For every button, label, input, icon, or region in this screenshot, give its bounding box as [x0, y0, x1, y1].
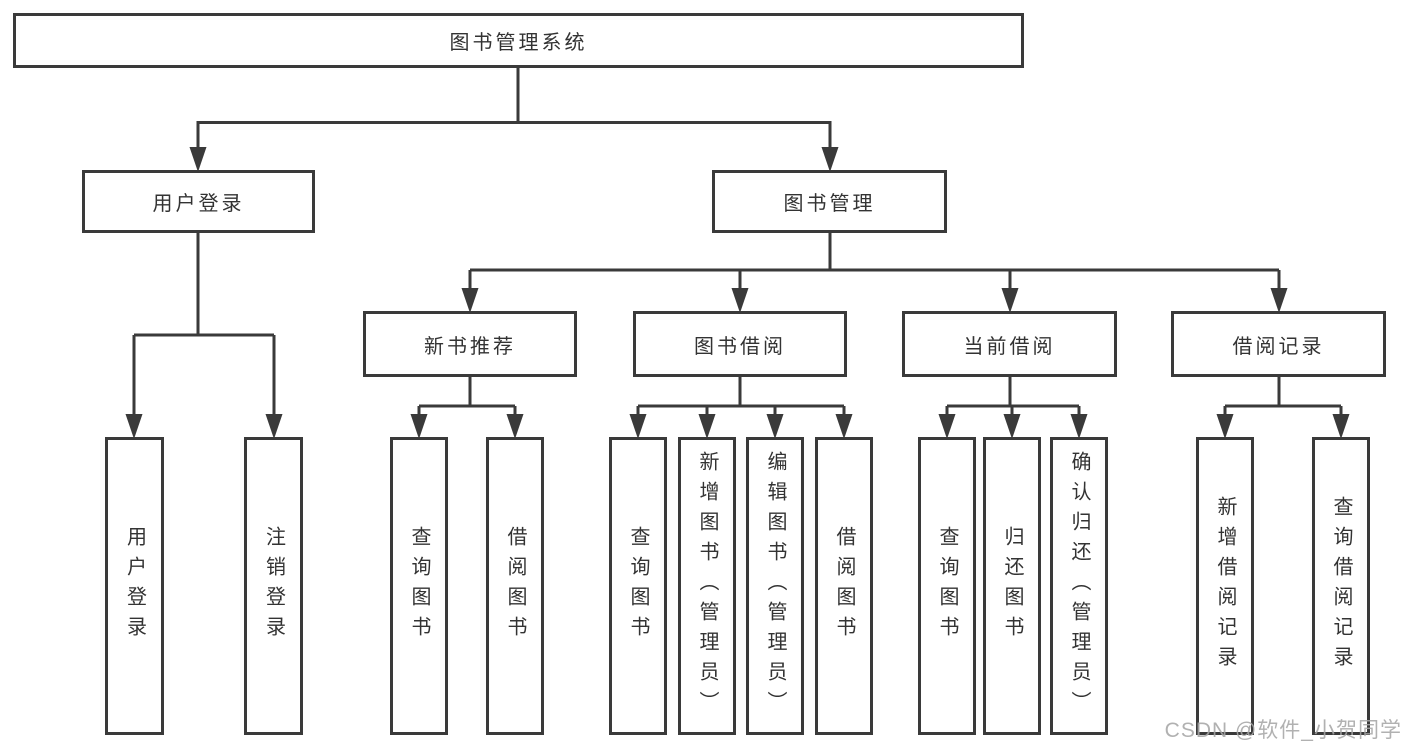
node-new-book-recommendation: 新书推荐 — [363, 311, 577, 377]
csdn-watermark: CSDN @软件_小贺同学 — [1164, 719, 1402, 742]
node-library-management-system: 图书管理系统 — [13, 13, 1024, 68]
leaf-query-borrow-record: 查询借阅记录 — [1312, 437, 1370, 735]
leaf-logout: 注销登录 — [244, 437, 303, 735]
leaf-add-borrow-record: 新增借阅记录 — [1196, 437, 1254, 735]
node-book-management: 图书管理 — [712, 170, 947, 233]
leaf-query-books-borrow: 查询图书 — [609, 437, 667, 735]
leaf-query-books-recommend: 查询图书 — [390, 437, 448, 735]
leaf-query-books-recommend-label: 查询图书 — [408, 526, 430, 646]
leaf-confirm-return-admin-label: 确认归还（管理员） — [1068, 451, 1090, 721]
leaf-confirm-return-admin: 确认归还（管理员） — [1050, 437, 1108, 735]
leaf-logout-label: 注销登录 — [262, 526, 285, 646]
node-borrowing-records: 借阅记录 — [1171, 311, 1386, 377]
leaf-query-books-borrow-label: 查询图书 — [627, 526, 649, 646]
node-user-login: 用户登录 — [82, 170, 315, 233]
leaf-return-book: 归还图书 — [983, 437, 1041, 735]
leaf-borrow-books-recommend: 借阅图书 — [486, 437, 544, 735]
leaf-borrow-books: 借阅图书 — [815, 437, 873, 735]
leaf-return-book-label: 归还图书 — [1001, 526, 1023, 646]
leaf-edit-book-admin: 编辑图书（管理员） — [746, 437, 804, 735]
leaf-user-login: 用户登录 — [105, 437, 164, 735]
leaf-query-books-current: 查询图书 — [918, 437, 976, 735]
leaf-add-book-admin: 新增图书（管理员） — [678, 437, 736, 735]
leaf-edit-book-admin-label: 编辑图书（管理员） — [764, 451, 786, 721]
node-current-borrowing: 当前借阅 — [902, 311, 1117, 377]
leaf-add-book-admin-label: 新增图书（管理员） — [696, 451, 718, 721]
leaf-borrow-books-recommend-label: 借阅图书 — [504, 526, 526, 646]
leaf-user-login-label: 用户登录 — [123, 526, 146, 646]
leaf-query-books-current-label: 查询图书 — [936, 526, 958, 646]
leaf-add-borrow-record-label: 新增借阅记录 — [1214, 496, 1236, 676]
node-book-borrowing: 图书借阅 — [633, 311, 847, 377]
leaf-borrow-books-label: 借阅图书 — [833, 526, 855, 646]
leaf-query-borrow-record-label: 查询借阅记录 — [1330, 496, 1352, 676]
